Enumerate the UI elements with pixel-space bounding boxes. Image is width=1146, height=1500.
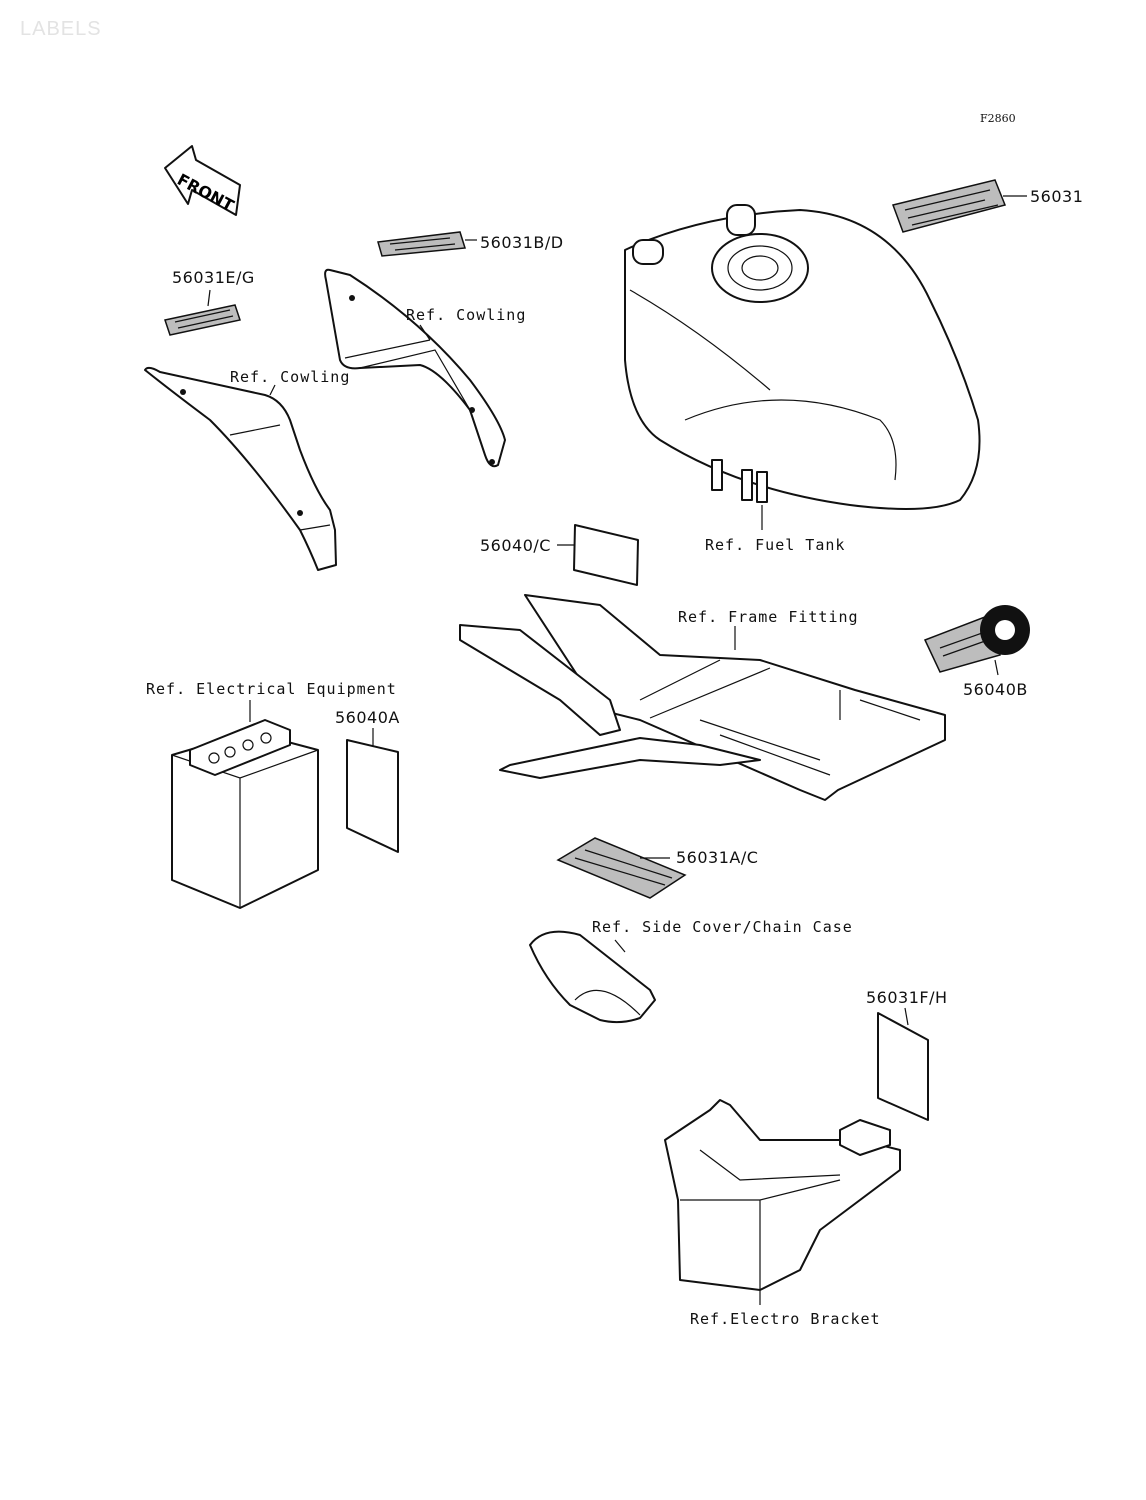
part-number-56040a: 56040A — [335, 708, 400, 727]
label-56031-icon — [892, 179, 1027, 233]
fuel-tank-part — [624, 204, 981, 530]
ref-frame-fitting: Ref. Frame Fitting — [678, 608, 859, 626]
ref-cowling-upper: Ref. Cowling — [406, 306, 527, 324]
label-56040c-icon — [557, 524, 639, 586]
cowling-upper-part — [324, 268, 506, 468]
battery-part — [171, 700, 319, 909]
label-56031fh-icon — [877, 1007, 929, 1121]
part-number-56031: 56031 — [1030, 187, 1084, 206]
label-56031bd-icon — [377, 231, 477, 257]
ref-electro-bracket: Ref.Electro Bracket — [690, 1310, 881, 1328]
figure-code: F2860 — [980, 112, 1016, 125]
part-number-56031ac: 56031A/C — [676, 848, 759, 867]
part-number-56040b: 56040B — [963, 680, 1028, 699]
side-cover-part — [529, 930, 656, 1024]
ref-fuel-tank: Ref. Fuel Tank — [705, 536, 846, 554]
ref-cowling-lower: Ref. Cowling — [230, 368, 351, 386]
part-number-56040c: 56040/C — [480, 536, 551, 555]
label-56031eg-icon — [164, 289, 241, 336]
front-arrow-icon: FRONT — [164, 145, 241, 216]
ref-electrical-equipment: Ref. Electrical Equipment — [146, 680, 397, 698]
part-number-56031eg: 56031E/G — [172, 268, 255, 287]
label-56040b-icon — [923, 605, 1030, 676]
part-number-56031bd: 56031B/D — [480, 233, 564, 252]
cowling-lower-part — [144, 366, 337, 571]
electro-bracket-part — [664, 1099, 901, 1305]
page-title: LABELS — [20, 18, 102, 40]
label-56040a-icon — [346, 728, 399, 853]
frame-part — [459, 594, 946, 801]
part-number-56031fh: 56031F/H — [866, 988, 948, 1007]
label-56031ac-icon — [556, 837, 687, 899]
ref-side-cover: Ref. Side Cover/Chain Case — [592, 918, 853, 936]
